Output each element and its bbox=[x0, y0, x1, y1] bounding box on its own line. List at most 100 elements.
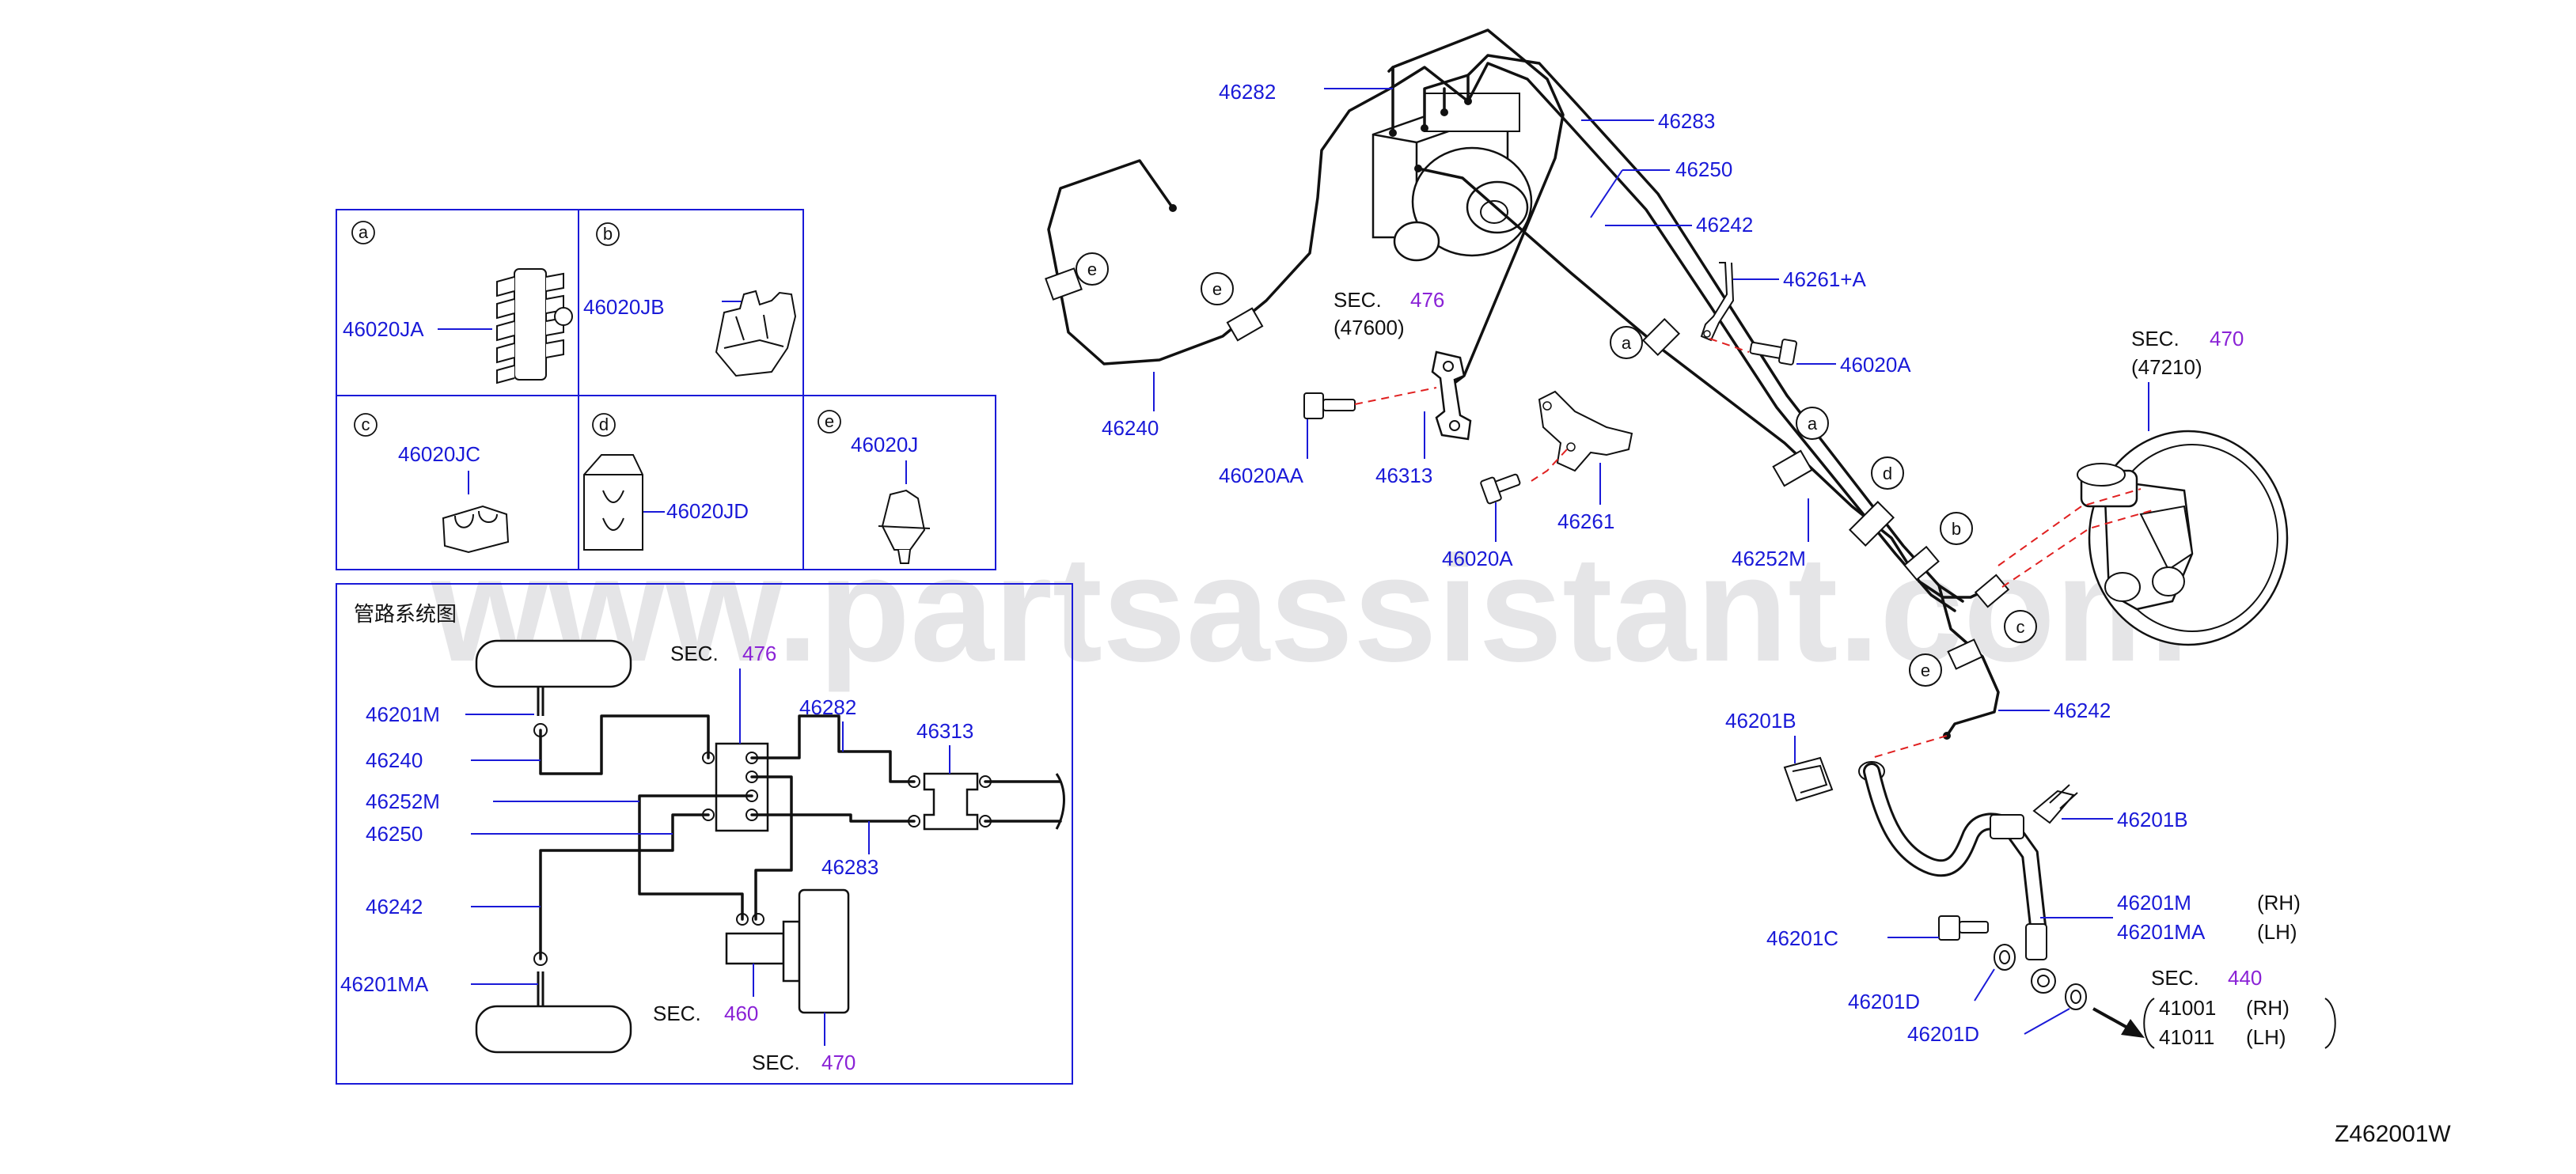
pipe-46240 bbox=[1047, 85, 1394, 365]
part-46240: 46240 bbox=[1102, 416, 1159, 440]
circle-label: b bbox=[603, 224, 613, 244]
brake-booster-icon bbox=[2077, 430, 2289, 646]
clip-46020JD-icon bbox=[583, 454, 643, 551]
part-46252M: 46252M bbox=[1732, 547, 1806, 570]
circle-a-2: a bbox=[1808, 414, 1818, 434]
circle-e-3: e bbox=[1921, 661, 1930, 680]
part-46261A: 46261+A bbox=[1783, 267, 1866, 291]
clip-panel-c: c 46020JC bbox=[354, 413, 510, 554]
sec-476-sub: (47600) bbox=[1334, 316, 1405, 339]
part-46020J: 46020J bbox=[851, 433, 918, 456]
rh-label-2: (RH) bbox=[2246, 996, 2290, 1020]
schematic-46252M: 46252M bbox=[366, 790, 440, 813]
clip-46020J-icon bbox=[878, 489, 931, 564]
sec-470-sub: (47210) bbox=[2131, 355, 2202, 379]
pipe-46250 bbox=[1417, 167, 2000, 599]
bolt-46201C-icon bbox=[1938, 915, 1989, 941]
circle-b: b bbox=[1952, 519, 1961, 539]
bolt-46020A-icon bbox=[1749, 339, 1797, 365]
clip-panels: a 46020JA b 46020JB c 46020J bbox=[336, 209, 996, 570]
sec-440-prefix: SEC. bbox=[2151, 966, 2199, 990]
schematic-46201M: 46201M bbox=[366, 703, 440, 726]
sec-440: 440 bbox=[2228, 966, 2262, 990]
part-46201M: 46201M bbox=[2117, 891, 2191, 915]
schematic-sec-470-prefix: SEC. bbox=[752, 1051, 800, 1074]
part-46020A-right: 46020A bbox=[1840, 353, 1911, 377]
clip-46020JB-icon bbox=[715, 290, 797, 377]
part-46020A-low: 46020A bbox=[1442, 547, 1513, 570]
master-cylinder-icon bbox=[725, 932, 785, 965]
clip-46020JC-icon bbox=[442, 505, 510, 554]
circle-a-1: a bbox=[1622, 333, 1632, 353]
schematic-46242: 46242 bbox=[366, 895, 423, 918]
schematic-sec-470: 470 bbox=[821, 1051, 856, 1074]
sec-476-prefix: SEC. bbox=[1334, 288, 1382, 312]
circle-e-2: e bbox=[1212, 279, 1222, 299]
schematic-46201MA: 46201MA bbox=[340, 972, 429, 996]
bolt-46020A-lower-icon bbox=[1480, 473, 1521, 505]
circle-label: a bbox=[359, 222, 369, 242]
schematic-sec-460-prefix: SEC. bbox=[653, 1002, 701, 1025]
part-41001: 41001 bbox=[2159, 996, 2216, 1020]
part-46250: 46250 bbox=[1675, 157, 1732, 181]
rear-wheel-icon bbox=[475, 1005, 632, 1054]
sec-470: 470 bbox=[2210, 327, 2244, 350]
hose-bracket-46201B-icon bbox=[2032, 784, 2078, 824]
part-46201D-1: 46201D bbox=[1848, 990, 1920, 1013]
junction-46313-icon bbox=[1431, 350, 1472, 441]
brake-hose-46201B-clip-icon bbox=[1783, 756, 1834, 802]
part-46201D-2: 46201D bbox=[1907, 1022, 1979, 1046]
sec-476: 476 bbox=[1410, 288, 1444, 312]
part-46242-low: 46242 bbox=[2054, 699, 2111, 722]
part-46201MA: 46201MA bbox=[2117, 920, 2206, 944]
part-46201B-left: 46201B bbox=[1725, 709, 1796, 733]
front-wheel-icon bbox=[475, 639, 632, 688]
circle-label: d bbox=[599, 415, 609, 434]
part-46242-top: 46242 bbox=[1696, 213, 1753, 237]
schematic-title: 管路系统图 bbox=[354, 602, 457, 626]
bolt-46020AA-icon bbox=[1303, 392, 1356, 419]
part-46201B-right: 46201B bbox=[2117, 808, 2188, 831]
schematic-46283: 46283 bbox=[821, 855, 878, 879]
lh-label-2: (LH) bbox=[2246, 1025, 2286, 1049]
part-46020AA: 46020AA bbox=[1219, 464, 1304, 487]
clip-panel-a: a 46020JA bbox=[343, 221, 573, 384]
part-46020JD: 46020JD bbox=[666, 499, 749, 523]
sec-470-prefix: SEC. bbox=[2131, 327, 2180, 350]
circle-label: e bbox=[825, 411, 834, 431]
part-46283: 46283 bbox=[1658, 109, 1715, 133]
schematic-sec-476: 476 bbox=[742, 642, 776, 665]
part-46201C: 46201C bbox=[1766, 926, 1838, 950]
bracket-46261-icon bbox=[1538, 390, 1633, 472]
clip-panel-b: b 46020JB bbox=[583, 222, 797, 377]
diagram-code: Z462001W bbox=[2335, 1121, 2451, 1147]
rh-label-1: (RH) bbox=[2257, 891, 2301, 915]
part-46020JA: 46020JA bbox=[343, 317, 424, 341]
part-46020JB: 46020JB bbox=[583, 295, 665, 319]
lh-label-1: (LH) bbox=[2257, 920, 2297, 944]
arrow-icon bbox=[2121, 1019, 2145, 1038]
callout-circles: e e a a d b c e bbox=[1076, 252, 2037, 687]
schematic-46282: 46282 bbox=[799, 695, 856, 719]
schematic-46313: 46313 bbox=[916, 719, 973, 743]
schematic-sec-476-prefix: SEC. bbox=[670, 642, 719, 665]
part-46261: 46261 bbox=[1557, 509, 1614, 533]
connector-block-icon bbox=[923, 772, 979, 831]
clip-panel-e: e 46020J bbox=[818, 410, 931, 564]
circle-d: d bbox=[1883, 464, 1892, 483]
main-assembly: e e a a d b c e bbox=[1045, 28, 2336, 1049]
circle-e-1: e bbox=[1087, 259, 1097, 279]
schematic-46240: 46240 bbox=[366, 748, 423, 772]
piping-schematic: 管路系统图 bbox=[336, 583, 1073, 1085]
part-46282: 46282 bbox=[1219, 80, 1276, 104]
bracket-46261A-icon bbox=[1700, 262, 1735, 342]
booster-icon bbox=[798, 888, 850, 1014]
part-41011: 41011 bbox=[2159, 1025, 2214, 1049]
brake-hose-icon bbox=[1858, 761, 2056, 994]
part-46313: 46313 bbox=[1375, 464, 1432, 487]
circle-label: c bbox=[362, 415, 370, 434]
schematic-46250: 46250 bbox=[366, 822, 423, 846]
clip-46020JA-icon bbox=[496, 268, 573, 384]
clip-panel-d: d 46020JD bbox=[583, 413, 749, 551]
